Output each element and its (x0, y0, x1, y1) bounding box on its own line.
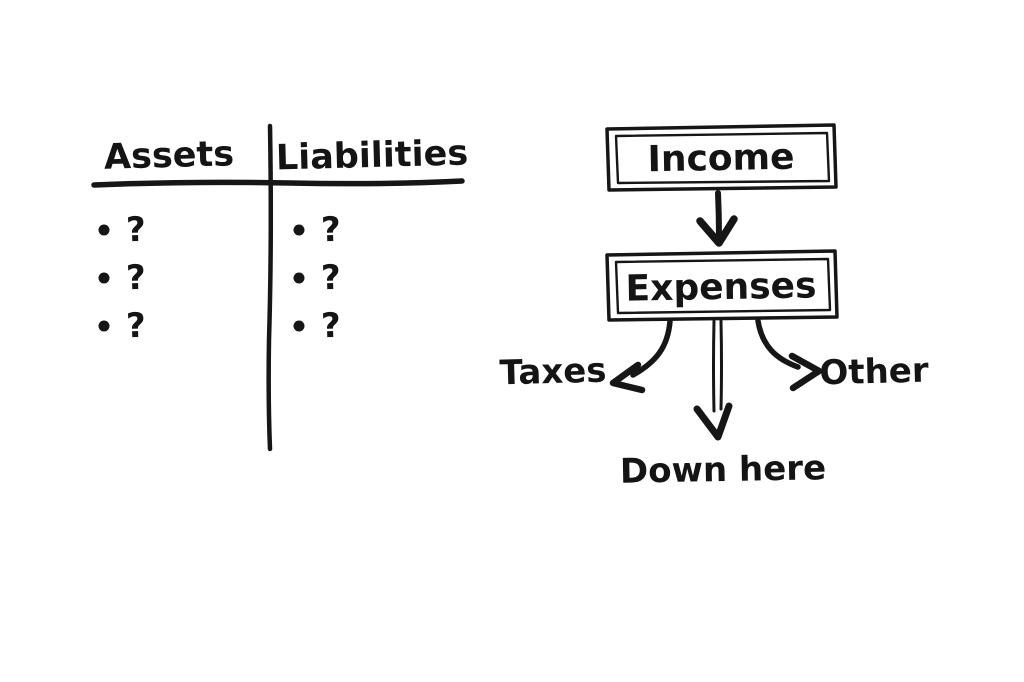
down-here-label: Down here (620, 448, 827, 492)
arrow-to-taxes (609, 318, 673, 394)
income-node: Income (605, 123, 838, 192)
liabilities-item-question: ? (320, 210, 341, 251)
assets-item-question: ? (125, 210, 146, 251)
assets-header: Assets (103, 134, 234, 177)
expenses-box-inner (614, 257, 832, 315)
assets-item-question: ? (125, 306, 146, 347)
bullet-dot (293, 320, 305, 332)
expenses-node: Expenses (605, 249, 839, 322)
bullet-dot (293, 272, 305, 284)
bullet-dot (98, 272, 110, 284)
assets-item-question: ? (125, 258, 146, 299)
taxes-label: Taxes (499, 351, 607, 394)
income-expenses-flowchart: Income Expenses Taxes (499, 123, 929, 492)
bullet-dot (293, 224, 305, 236)
liabilities-item-question: ? (320, 306, 341, 347)
other-label: Other (819, 351, 929, 394)
liabilities-column-items: ? ? ? (293, 210, 342, 347)
liabilities-header: Liabilities (275, 133, 468, 178)
income-box-outer (605, 123, 838, 192)
expenses-box-outer (605, 249, 839, 322)
assets-liabilities-table: Assets Liabilities ? ? ? ? ? ? (91, 123, 469, 452)
arrow-to-down-here (693, 319, 733, 441)
table-horizontal-divider (91, 178, 465, 188)
expenses-label: Expenses (625, 265, 817, 309)
bullet-dot (98, 224, 110, 236)
liabilities-item-question: ? (320, 258, 341, 299)
bullet-dot (98, 320, 110, 332)
income-box-inner (614, 131, 831, 185)
arrow-income-to-expenses (696, 190, 738, 247)
income-label: Income (647, 137, 795, 181)
assets-column-items: ? ? ? (98, 210, 147, 347)
table-vertical-divider (266, 123, 274, 452)
arrow-to-other (755, 318, 823, 392)
